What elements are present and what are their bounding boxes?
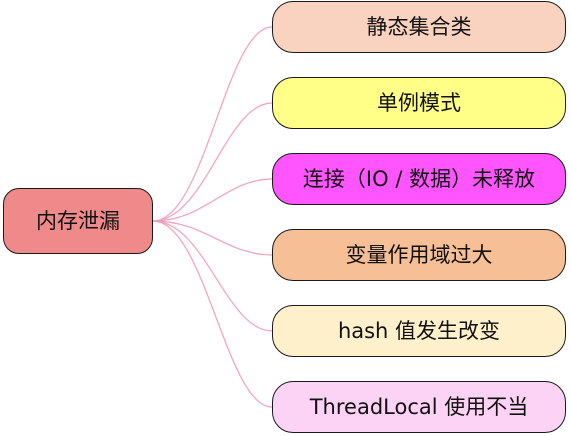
branch-label: hash 值发生改变 [337, 318, 501, 343]
connector-line [152, 26, 273, 222]
branch-node-static-collection[interactable]: 静态集合类 [272, 1, 566, 53]
connector-line [152, 220, 273, 408]
connector-line [152, 220, 273, 256]
connector-line [152, 178, 273, 222]
branch-node-singleton[interactable]: 单例模式 [272, 77, 566, 129]
branch-node-variable-scope[interactable]: 变量作用域过大 [272, 229, 566, 281]
root-node[interactable]: 内存泄漏 [3, 188, 153, 254]
branch-label: ThreadLocal 使用不当 [309, 394, 529, 419]
branch-label: 变量作用域过大 [345, 242, 493, 267]
branch-node-hash-change[interactable]: hash 值发生改变 [272, 305, 566, 357]
connector-line [152, 102, 273, 222]
branch-node-unreleased-connection[interactable]: 连接（IO / 数据）未释放 [272, 153, 566, 205]
branch-label: 静态集合类 [366, 14, 472, 39]
branch-label: 单例模式 [377, 90, 461, 115]
branch-node-threadlocal[interactable]: ThreadLocal 使用不当 [272, 381, 566, 433]
branch-label: 连接（IO / 数据）未释放 [302, 166, 536, 191]
root-label: 内存泄漏 [36, 208, 120, 233]
connector-line [152, 220, 273, 332]
